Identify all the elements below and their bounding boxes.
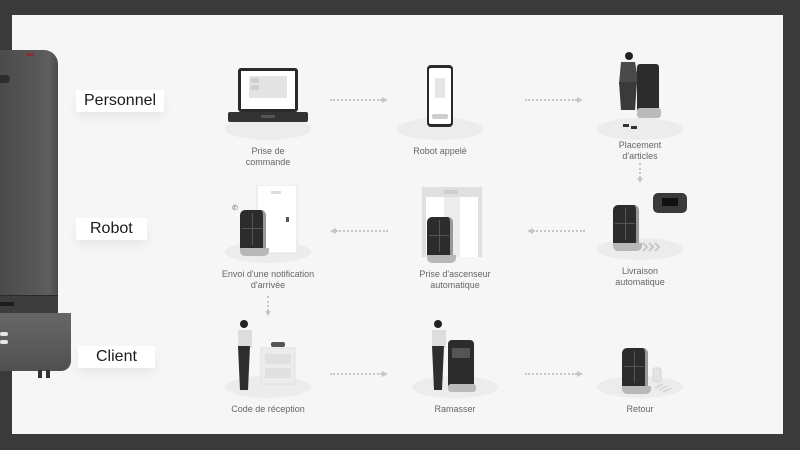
smartphone-icon bbox=[427, 65, 453, 127]
svg-text:✆: ✆ bbox=[232, 204, 238, 212]
robot-status-light bbox=[26, 53, 34, 56]
staff-loading-robot-icon bbox=[619, 52, 661, 129]
robot-base bbox=[0, 313, 71, 371]
arrow-down-icon bbox=[265, 296, 271, 316]
arrow-left-icon bbox=[527, 228, 585, 234]
step-retour: Retour bbox=[585, 318, 695, 415]
role-label-personnel: Personnel bbox=[76, 90, 165, 112]
frame-border-bottom bbox=[0, 434, 800, 450]
laptop-icon bbox=[228, 68, 308, 122]
robot-moving-icon bbox=[613, 205, 642, 251]
step-placement-articles: Placement d'articles bbox=[585, 50, 695, 162]
robot-wheel-icon bbox=[38, 370, 42, 378]
client-phone-icon bbox=[238, 320, 296, 390]
arrow-right-icon bbox=[330, 97, 388, 103]
robot-sensor bbox=[0, 75, 10, 83]
arrow-right-icon bbox=[525, 371, 583, 377]
frame-border-right bbox=[783, 0, 800, 450]
arrow-right-icon bbox=[330, 371, 388, 377]
arrow-left-icon bbox=[330, 228, 388, 234]
step-caption: Robot appelé bbox=[413, 146, 467, 156]
arrow-down-icon bbox=[637, 163, 643, 183]
step-caption: Livraison automatique bbox=[615, 266, 665, 287]
step-ramasser: Ramasser bbox=[400, 318, 510, 415]
step-caption: Retour bbox=[626, 404, 654, 414]
step-caption: Code de réception bbox=[231, 404, 305, 414]
robot-tray bbox=[0, 295, 58, 315]
robot-icon bbox=[240, 210, 269, 256]
elevator-robot-icon bbox=[422, 187, 482, 257]
robot-wheel-icon bbox=[46, 370, 50, 378]
step-prise-ascenseur: Prise d'ascenseur automatique bbox=[400, 185, 510, 291]
step-caption: Prise d'ascenseur automatique bbox=[419, 269, 491, 290]
role-label-client: Client bbox=[78, 346, 155, 368]
charging-dock-icon bbox=[652, 367, 672, 393]
step-envoi-notification: ✆ Envoi d'une notification d'arrivée bbox=[213, 185, 323, 291]
step-code-reception: Code de réception bbox=[213, 318, 323, 415]
robot-icon bbox=[427, 217, 456, 263]
step-livraison-automatique: Livraison automatique bbox=[585, 185, 695, 288]
robot-tablet-icon bbox=[642, 193, 687, 252]
step-caption: Placement d'articles bbox=[618, 140, 662, 161]
step-robot-appele: Robot appelé bbox=[385, 60, 495, 157]
step-caption: Envoi d'une notification d'arrivée bbox=[221, 269, 315, 290]
large-robot-illustration bbox=[0, 50, 72, 382]
step-caption: Ramasser bbox=[434, 404, 476, 414]
robot-return-icon bbox=[622, 348, 651, 394]
robot-button-icon bbox=[0, 340, 8, 344]
robot-button-icon bbox=[0, 332, 8, 336]
arrow-right-icon bbox=[525, 97, 583, 103]
step-prise-commande: Prise de commande bbox=[213, 60, 323, 168]
role-label-robot: Robot bbox=[76, 218, 147, 240]
step-caption: Prise de commande bbox=[245, 146, 291, 167]
robot-body bbox=[0, 50, 58, 295]
client-pickup-icon bbox=[432, 320, 476, 392]
